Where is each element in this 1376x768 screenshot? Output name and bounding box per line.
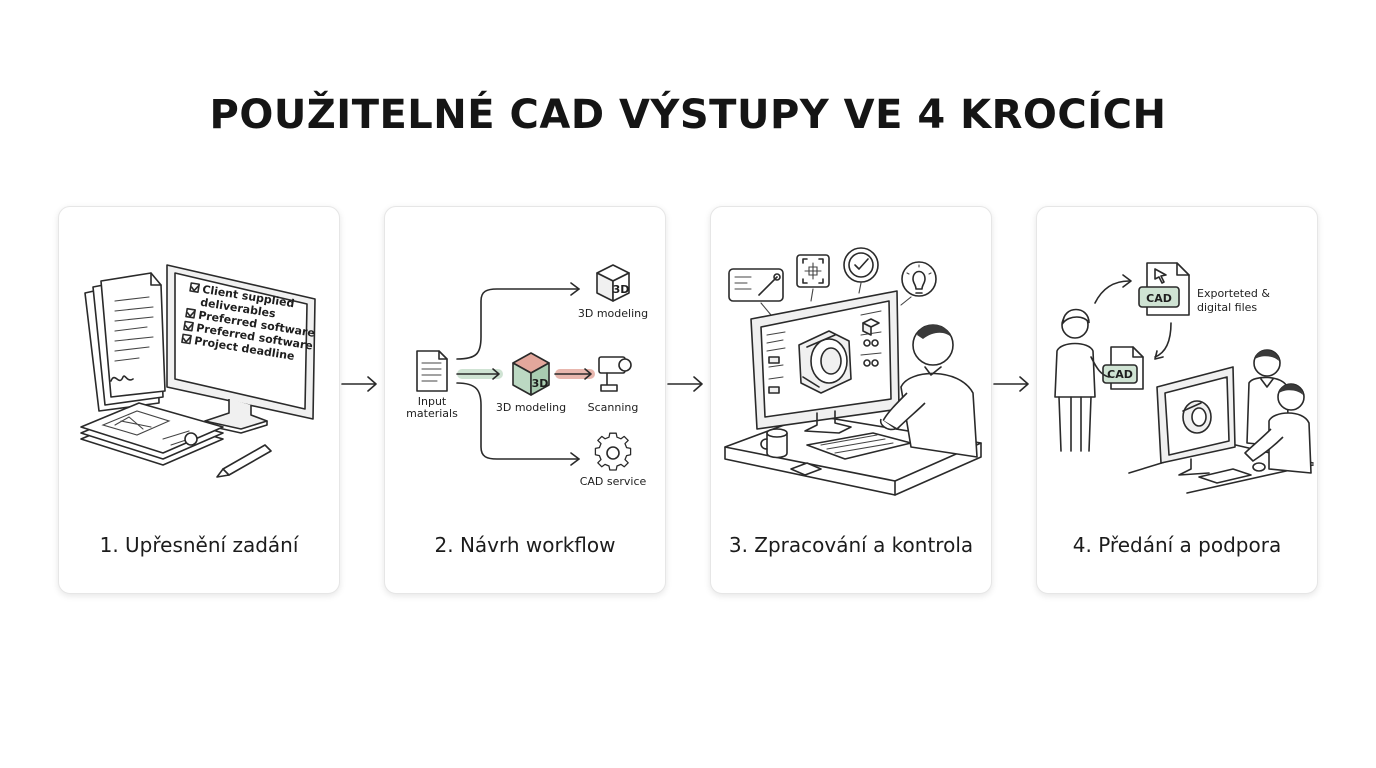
- cube-icon: 3D: [512, 352, 550, 396]
- step-2-illustration: Input materials 3D 3D modeling 3D 3D mod…: [406, 264, 648, 488]
- cad-tag: CAD: [1107, 368, 1133, 381]
- pen-icon: [216, 444, 272, 478]
- arrow-right-icon: [341, 376, 377, 392]
- checkbox-icon: [189, 282, 200, 293]
- step-2-label: 2. Návrh workflow: [434, 533, 616, 557]
- step-1-illustration: Client supplied deliverables Preferred s…: [80, 264, 316, 478]
- person-icon: [879, 324, 978, 458]
- arrow-right-icon: [993, 376, 1029, 392]
- step-card-4: CAD Exporteted & digital files CAD: [1036, 206, 1318, 594]
- step-card-1: Client supplied deliverables Preferred s…: [58, 206, 340, 594]
- step-3-label: 3. Zpracování a kontrola: [728, 533, 974, 557]
- cad-tag: CAD: [1146, 292, 1172, 305]
- checkbox-icon: [181, 333, 192, 345]
- gear-icon: [594, 432, 632, 471]
- focus-frame-icon: [796, 254, 830, 288]
- exported-label: digital files: [1197, 301, 1257, 314]
- phone-icon: [790, 462, 822, 476]
- step-card-3: 3. Zpracování a kontrola: [710, 206, 992, 594]
- service-label: CAD service: [580, 475, 647, 488]
- mug-icon: [760, 428, 788, 459]
- monitor-icon: [750, 290, 900, 434]
- person-icon: [1054, 308, 1110, 452]
- step-card-2: Input materials 3D 3D modeling 3D 3D mod…: [384, 206, 666, 594]
- camera-icon: [598, 356, 632, 392]
- cube-text: 3D: [613, 283, 630, 296]
- input-label: Input: [418, 395, 447, 408]
- cube-text: 3D: [532, 377, 549, 390]
- cad-file-icon: CAD: [1102, 346, 1144, 390]
- input-label: materials: [406, 407, 458, 420]
- exported-label: Exporteted &: [1197, 287, 1270, 300]
- lightbulb-icon: [901, 261, 937, 297]
- step-4-label: 4. Předání a podpora: [1072, 533, 1282, 557]
- monitor-icon: [1156, 366, 1236, 476]
- top-label: 3D modeling: [578, 307, 648, 320]
- monitor-icon: [166, 264, 316, 434]
- check-circle-icon: [843, 247, 879, 283]
- document-icon: [416, 350, 448, 392]
- arrow-right-icon: [667, 376, 703, 392]
- page-title: POUŽITELNÉ CAD VÝSTUPY VE 4 KROCÍCH: [209, 92, 1167, 138]
- checkbox-icon: [185, 307, 196, 319]
- step-1-label: 1. Upřesnění zadání: [99, 533, 299, 557]
- blueprint-papers: [80, 402, 224, 466]
- document-icon: [84, 272, 166, 412]
- chart-card-icon: [728, 268, 784, 302]
- scanning-label: Scanning: [588, 401, 639, 414]
- center-label: 3D modeling: [496, 401, 566, 414]
- person-icon: [1244, 383, 1312, 474]
- cube-icon: 3D: [596, 264, 630, 302]
- step-4-illustration: CAD Exporteted & digital files CAD: [1054, 262, 1314, 494]
- step-3-illustration: [724, 247, 982, 496]
- checkbox-icon: [183, 320, 194, 332]
- cad-file-icon: CAD: [1138, 262, 1190, 316]
